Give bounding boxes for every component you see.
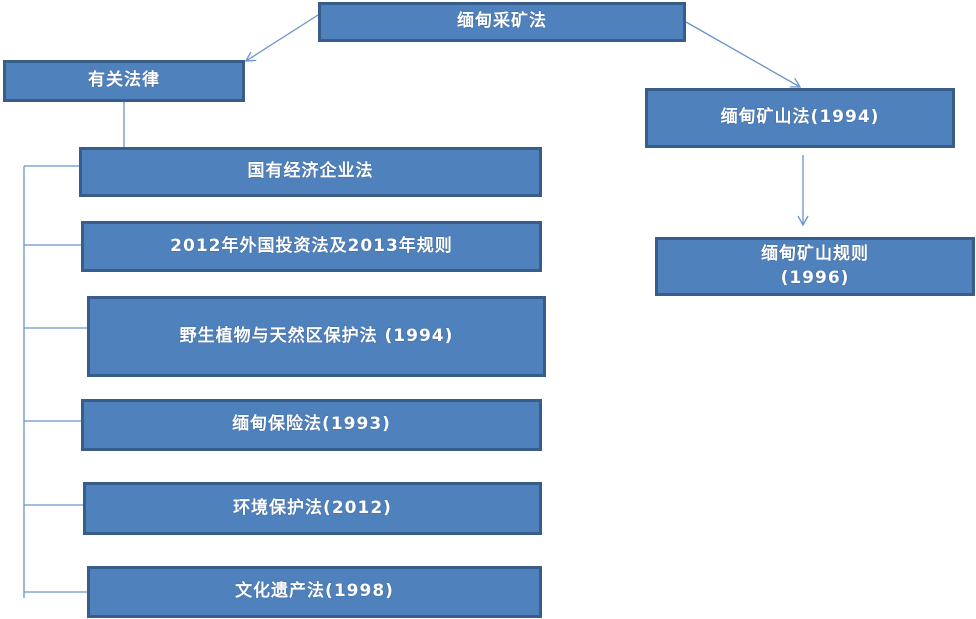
law-item-label: 2012年外国投资法及2013年规则: [170, 235, 453, 256]
mining-rules-label-line1: 缅甸矿山规则: [761, 243, 869, 264]
law-item-label: 野生植物与天然区保护法 (1994): [179, 325, 454, 346]
mining-rules-label-line2: (1996): [780, 267, 850, 288]
law-item-label: 国有经济企业法: [247, 161, 374, 182]
law-item-label: 缅甸保险法(1993): [232, 414, 391, 435]
mining-law-node: 缅甸矿山法(1994): [645, 88, 955, 148]
mining-rules-node: 缅甸矿山规则 (1996): [655, 237, 975, 296]
law-item: 2012年外国投资法及2013年规则: [81, 221, 542, 272]
arrow-root-to-mining-law: [685, 21, 802, 88]
related-laws-node: 有关法律: [3, 60, 245, 102]
related-laws-label: 有关法律: [88, 70, 160, 91]
mining-law-label: 缅甸矿山法(1994): [720, 107, 880, 128]
law-item: 缅甸保险法(1993): [81, 399, 542, 451]
root-node: 缅甸采矿法: [318, 2, 686, 42]
root-label: 缅甸采矿法: [457, 11, 547, 32]
law-item: 环境保护法(2012): [83, 482, 542, 535]
law-item: 国有经济企业法: [79, 147, 542, 197]
law-item-label: 环境保护法(2012): [233, 497, 392, 518]
law-item: 文化遗产法(1998): [87, 566, 542, 618]
law-item: 野生植物与天然区保护法 (1994): [87, 296, 546, 377]
arrow-root-to-related-laws: [244, 14, 319, 62]
law-item-label: 文化遗产法(1998): [235, 581, 394, 602]
